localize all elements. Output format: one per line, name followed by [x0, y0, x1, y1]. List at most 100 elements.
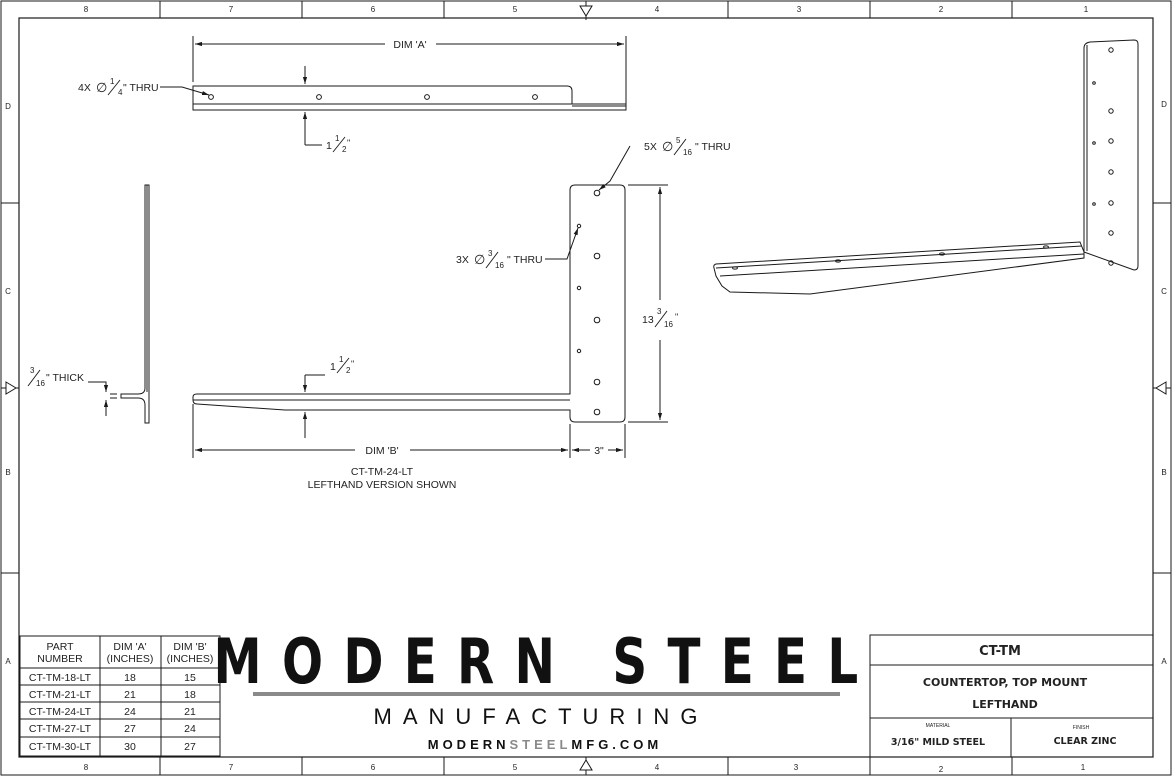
table-cell-dim-a: 18 [124, 672, 136, 684]
iso-hole [1043, 245, 1049, 249]
top-hole [532, 94, 538, 100]
front-view [192, 145, 668, 458]
title-block-text: CT-TM COUNTERTOP, TOP MOUNT LEFTHAND MAT… [891, 644, 1117, 748]
side-view-outline [120, 184, 150, 424]
small-holes-num: 3 [488, 249, 493, 258]
top-view-text: DIM 'A' 4X ∅ 1 4 " THRU 1 1 2 " [78, 39, 427, 154]
zone-col-2: 2 [939, 5, 944, 14]
iso-horizontal-leg [713, 241, 1085, 295]
table-header-part-2: NUMBER [37, 653, 83, 665]
logo-line1: MODERN STEEL [214, 626, 879, 698]
zone-row-b-right: B [1161, 468, 1166, 477]
zone-row-c-right: C [1161, 287, 1167, 296]
front-hole-large [593, 252, 601, 260]
zone-col-6-bottom: 6 [371, 763, 376, 772]
top-flange-whole: 1 [326, 140, 332, 152]
table-header-dim-b-2: (INCHES) [167, 653, 214, 665]
zone-col-3: 3 [797, 5, 802, 14]
isometric-view [713, 39, 1139, 295]
front-flange-whole: 1 [330, 361, 336, 373]
iso-hole [1108, 169, 1114, 175]
zone-col-4-bottom: 4 [655, 763, 660, 772]
table-header-dim-a-1: DIM 'A' [113, 641, 146, 653]
diameter-symbol-icon: ∅ [662, 139, 673, 154]
finish-label: FINISH [1073, 725, 1090, 731]
diameter-symbol-icon: ∅ [474, 252, 485, 267]
top-holes-frac-num: 1 [110, 77, 115, 86]
front-hole-large [593, 378, 601, 386]
table-cell-dim-a: 27 [124, 723, 136, 735]
side-view [88, 184, 150, 424]
front-hole-small [576, 285, 582, 291]
small-holes-suffix: " THRU [507, 254, 543, 266]
iso-hole [1092, 141, 1096, 145]
title-part-number: CT-TM [979, 644, 1021, 659]
top-hole [424, 94, 430, 100]
large-holes-num: 5 [676, 136, 681, 145]
front-hole-small [576, 223, 582, 229]
top-flange-den: 2 [342, 145, 347, 154]
large-holes-den: 16 [683, 148, 692, 157]
top-holes-suffix: " THRU [123, 82, 159, 94]
iso-hole [1108, 260, 1114, 266]
material-label: MATERIAL [926, 723, 951, 729]
logo-url-part1: MODERN [428, 737, 510, 752]
table-header-part-1: PART [46, 641, 74, 653]
top-hole [208, 94, 214, 100]
iso-vertical-leg [1083, 39, 1139, 271]
front-view-text: 5X ∅ 5 16 " THRU 3X ∅ 3 16 " THRU 13 3 1… [308, 136, 731, 491]
zone-col-5-bottom: 5 [513, 763, 518, 772]
front-hole-large [593, 189, 601, 197]
height-den: 16 [664, 320, 673, 329]
table-cell-part-number: CT-TM-24-LT [29, 706, 92, 718]
table-cell-dim-b: 21 [184, 706, 196, 718]
zone-col-8: 8 [84, 5, 89, 14]
zone-row-a-right: A [1161, 657, 1167, 666]
company-logo: MODERN STEEL MANUFACTURING MODERNSTEELMF… [214, 626, 879, 752]
top-flange-suffix: " [347, 138, 350, 148]
small-holes-den: 16 [495, 261, 504, 270]
table-cell-part-number: CT-TM-30-LT [29, 741, 92, 753]
thick-den: 16 [36, 379, 45, 388]
front-flange-num: 1 [339, 355, 344, 364]
zone-col-8-bottom: 8 [84, 763, 89, 772]
front-hole-large [593, 408, 601, 416]
zone-col-5: 5 [513, 5, 518, 14]
front-hole-small [576, 348, 582, 354]
zone-col-7-bottom: 7 [229, 763, 234, 772]
zone-row-c: C [5, 287, 11, 296]
iso-hole [1108, 108, 1114, 114]
front-view-outline [192, 184, 626, 423]
top-flange-num: 1 [335, 134, 340, 143]
iso-hole [1108, 138, 1114, 144]
zone-col-3-bottom: 3 [794, 763, 799, 772]
table-cell-dim-a: 30 [124, 741, 136, 753]
zone-col-4: 4 [655, 5, 660, 14]
table-header-dim-b-1: DIM 'B' [173, 641, 206, 653]
iso-hole [1092, 202, 1096, 206]
zone-row-b: B [5, 468, 10, 477]
side-view-text: 3 16 " THICK [27, 366, 84, 388]
table-cell-dim-b: 27 [184, 741, 196, 753]
zone-col-1: 1 [1084, 5, 1089, 14]
height-whole: 13 [642, 314, 654, 326]
logo-url: MODERNSTEELMFG.COM [428, 737, 663, 752]
zone-col-7: 7 [229, 5, 234, 14]
logo-line2: MANUFACTURING [374, 704, 709, 729]
finish-value: CLEAR ZINC [1054, 736, 1117, 747]
zone-col-2-bottom: 2 [939, 765, 944, 774]
large-holes-suffix: " THRU [695, 141, 731, 153]
front-flange-suffix: " [351, 359, 354, 369]
diameter-symbol-icon: ∅ [96, 80, 107, 95]
logo-url-part2: STEEL [510, 737, 572, 752]
zone-labels: 8 7 6 5 4 3 2 1 8 7 6 5 4 3 2 1 D C B A … [5, 5, 1167, 774]
view-caption-note: LEFTHAND VERSION SHOWN [308, 479, 457, 491]
top-holes-qty: 4X [78, 82, 91, 94]
iso-hole [1108, 230, 1114, 236]
parts-table-text: PART NUMBER DIM 'A' (INCHES) DIM 'B' (IN… [29, 641, 213, 753]
dim-b-label: DIM 'B' [365, 445, 398, 457]
table-cell-part-number: CT-TM-27-LT [29, 723, 92, 735]
front-hole-large [593, 316, 601, 324]
zone-col-6: 6 [371, 5, 376, 14]
